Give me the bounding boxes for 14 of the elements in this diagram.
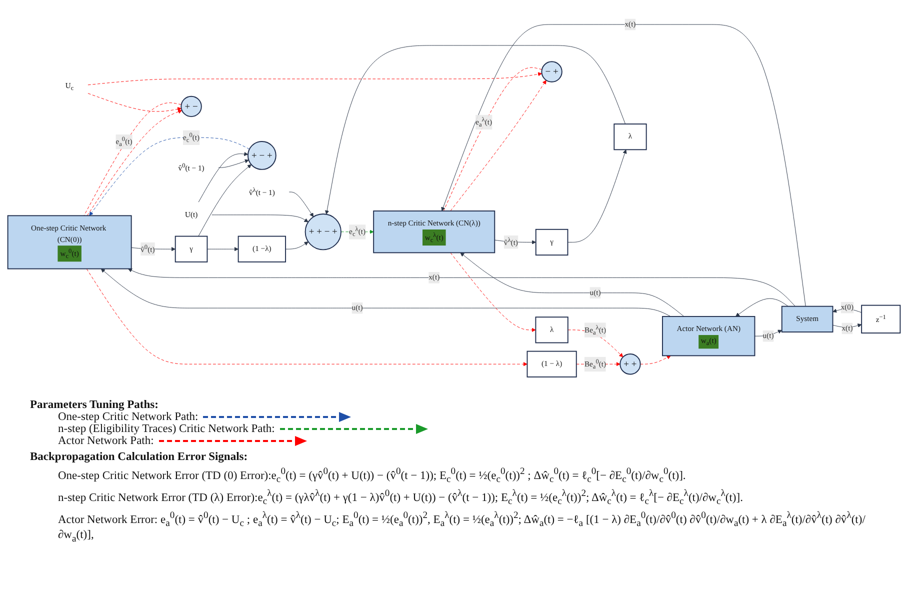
- legend-label: n-step (Eligibility Traces) Critic Network Path:: [58, 423, 275, 435]
- equation-text: One-step Critic Network Error (TD (0) Error):e$_{c}$$^{0}$(t) = (γv̂$^{0}$(t) + U(t)) − (v̂$^{0}$(t − 1)); E$_{c}$$^{0}$(t) = ½(e$_{c}$$^{0}$(t))$^{2}$ ; Δŵ$_{c}$$^{0}$(t) = ℓ$_{c}$$^{0}$[− ∂E$_{c}$$^{0}$(t)/∂w$_{c}$$^{0}$(t)].: [58, 466, 687, 486]
- equation-text: n-step Critic Network Error (TD (λ) Error):e$_{c}$$^{λ}$(t) = (γλv̂$^{λ}$(t) + γ(1 − λ)v̂$^{0}$(t) + U(t)) − (v̂$^{λ}$(t − 1)); E$_{c}$$^{λ}$(t) = ½(e$_{c}$$^{λ}$(t))$^{2}$; Δŵ$_{c}$$^{λ}$(t) = ℓ$_{c}$$^{λ}$[− ∂E$_{c}$$^{λ}$(t)/∂w$_{c}$$^{λ}$(t)].: [58, 488, 744, 508]
- node-circle: + −: [180, 96, 202, 117]
- node-circle: + − +: [246, 140, 276, 170]
- node-circle: − +: [540, 60, 562, 82]
- legend-label: One-step Critic Network Path:: [58, 411, 198, 423]
- section-heading: Backpropagation Calculation Error Signals:: [30, 451, 249, 463]
- connector: [442, 66, 542, 211]
- node-circle: + + − +: [304, 213, 341, 250]
- legend-label: Actor Network Path:: [58, 435, 154, 447]
- equation-text: Actor Network Error: e$_{a}$$^{0}$(t) = v̂$^{0}$(t) − U$_{c}$ ; e$_{a}$$^{λ}$(t) = v̂$^{λ}$(t) − U$_{c}$; E$_{a}$$^{0}$(t) = ½(e$_{a}$$^{0}$(t))$^{2}$, E$_{a}$$^{λ}$(t) = ½(e$_{a}$$^{λ}$(t))$^{2}$; Δŵ$_{a}$(t) = −ℓ$_{a}$ [(1 − λ) ∂E$_{a}$$^{0}$(t)/∂v̂$^{0}$(t) ∂v̂$^{0}$(t)/∂w$_{a}$(t) + λ ∂E$_{a}$$^{λ}$(t)/∂v̂$^{λ}$(t) ∂v̂$^{λ}$(t)/∂w$_{a}$(t)],: [58, 510, 866, 545]
- node-circle: + +: [619, 353, 640, 374]
- section-heading: Parameters Tuning Paths:: [30, 399, 160, 411]
